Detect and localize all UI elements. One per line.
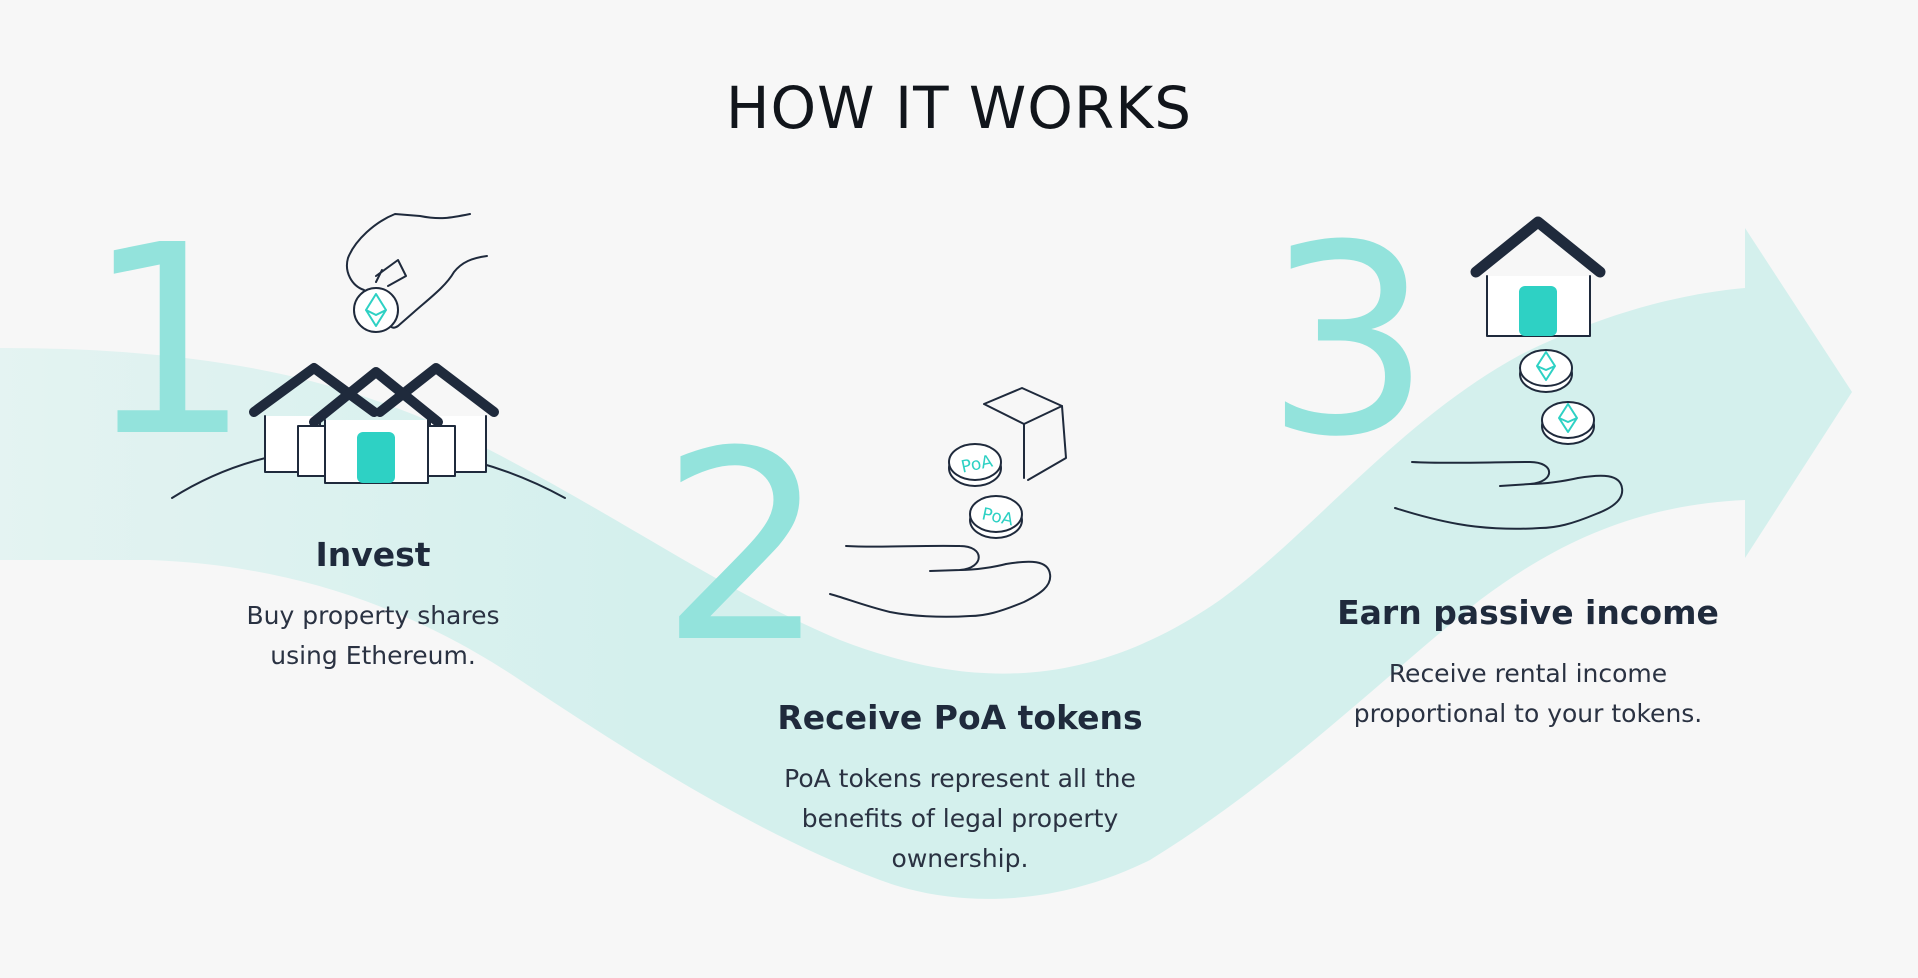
invest-icon [171, 213, 566, 499]
step-description-receive-tokens: PoA tokens represent all the benefits of… [784, 764, 1136, 873]
step-description-invest: Buy property shares using Ethereum. [246, 601, 500, 670]
step-receive-tokens: Receive PoA tokens PoA tokens represent … [740, 698, 1180, 879]
step-title-invest: Invest [315, 535, 431, 574]
step-title-earn-income: Earn passive income [1337, 593, 1719, 632]
step-invest: Invest Buy property shares using Ethereu… [213, 535, 533, 676]
step-number-2: 2 [660, 395, 827, 700]
wave-arrow [0, 228, 1852, 899]
step-number-3: 3 [1265, 189, 1432, 494]
page-title: HOW IT WORKS [725, 74, 1193, 142]
receive-tokens-icon: PoA PoA [829, 387, 1067, 618]
earn-income-icon [1394, 216, 1624, 530]
step-title-receive-tokens: Receive PoA tokens [777, 698, 1143, 737]
step-earn-income: Earn passive income Receive rental incom… [1318, 593, 1738, 734]
step-description-earn-income: Receive rental income proportional to yo… [1353, 659, 1703, 728]
step-number-1: 1 [85, 189, 252, 494]
